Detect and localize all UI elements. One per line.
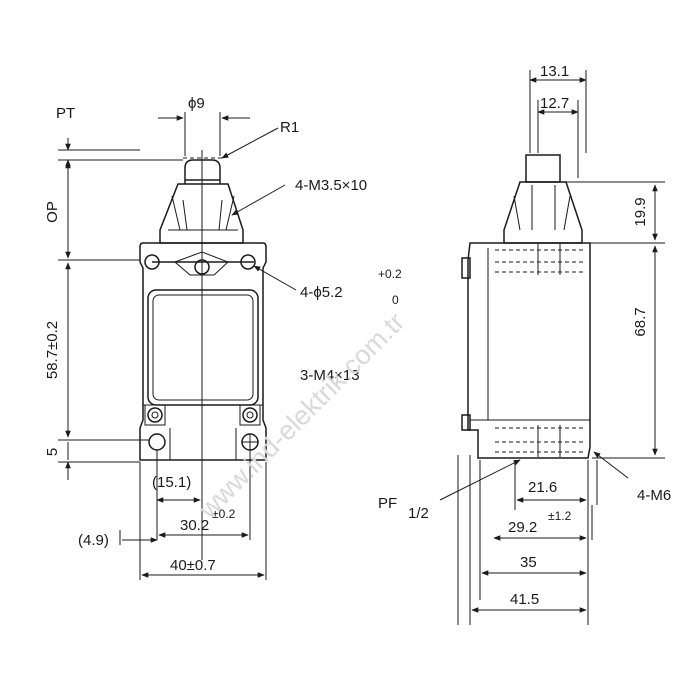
h5-label: 5: [44, 448, 61, 456]
d292-tol-label: ±1.2: [548, 509, 572, 523]
side-body: [461, 242, 591, 459]
tol-plus-label: +0.2: [378, 267, 402, 281]
m35-label: 4-M3.5×10: [295, 177, 367, 194]
switch-body: [139, 150, 267, 560]
w49-label: (4.9): [78, 532, 109, 549]
phi52-label: 4-ϕ5.2: [300, 284, 343, 301]
pf-fraction-label: 1/2: [408, 505, 429, 522]
w40-label: 40±0.7: [170, 557, 216, 574]
r1-label: R1: [280, 119, 299, 136]
tol-zero-label: 0: [392, 293, 399, 307]
d35-label: 35: [520, 554, 537, 571]
watermark: www.ind-elektrik.com.tr: [192, 307, 410, 525]
m6-label: 4-M6: [637, 487, 671, 504]
d292-label: 29.2: [508, 519, 537, 536]
w302-label: 30.2: [180, 517, 209, 534]
phi9-label: ϕ9: [188, 95, 205, 112]
op-label: OP: [44, 201, 61, 223]
d199-label: 19.9: [632, 197, 649, 226]
side-view: 13.1 12.7 19.9 68.7 PF 1/2 4-M6 21.6 29.…: [378, 63, 671, 625]
d415-label: 41.5: [510, 591, 539, 608]
d687-label: 68.7: [632, 307, 649, 336]
side-dimensions: [439, 70, 665, 625]
d216-label: 21.6: [528, 479, 557, 496]
m4-label: 3-M4×13: [300, 367, 360, 384]
pt-label: PT: [56, 105, 75, 122]
front-view: PT OP ϕ9 R1 4-M3.5×10 4-ϕ5.2 +0.2 0 3-M4…: [44, 95, 402, 580]
pf-label: PF: [378, 495, 397, 512]
d127-label: 12.7: [540, 95, 569, 112]
side-plunger: [503, 154, 583, 244]
w302-tol-label: ±0.2: [212, 507, 236, 521]
h587-label: 58.7±0.2: [44, 321, 61, 379]
d131-label: 13.1: [540, 63, 569, 80]
w151-label: (15.1): [152, 474, 191, 491]
front-dimensions: [58, 112, 297, 580]
